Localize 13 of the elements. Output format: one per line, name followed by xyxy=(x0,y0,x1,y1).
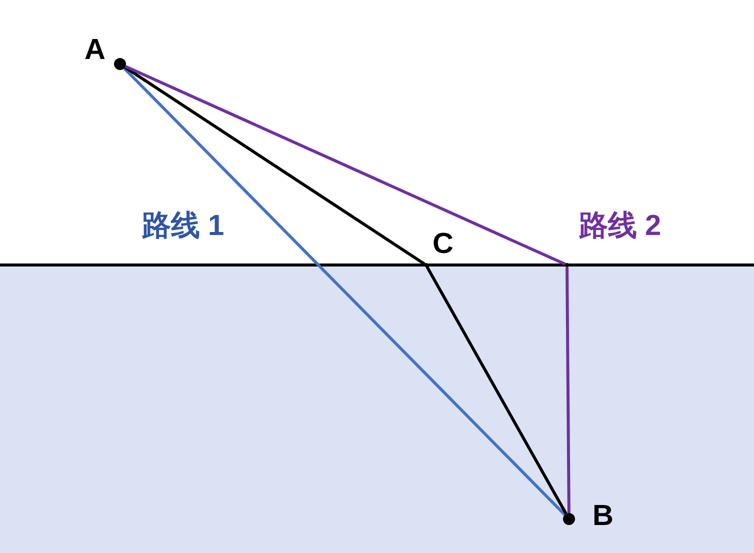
route-line xyxy=(124,66,426,266)
point-dot xyxy=(565,263,569,267)
route-line xyxy=(566,266,570,514)
route-label: 路线 1 xyxy=(142,210,224,242)
route-line xyxy=(426,266,568,514)
route-line xyxy=(123,67,566,516)
route-label: 路线 2 xyxy=(578,210,662,242)
route-line xyxy=(124,65,566,266)
point-dot xyxy=(114,58,126,70)
point-dot xyxy=(424,263,428,267)
point-label: C xyxy=(432,228,454,260)
point-label: A xyxy=(84,34,106,66)
point-label: B xyxy=(592,500,614,532)
